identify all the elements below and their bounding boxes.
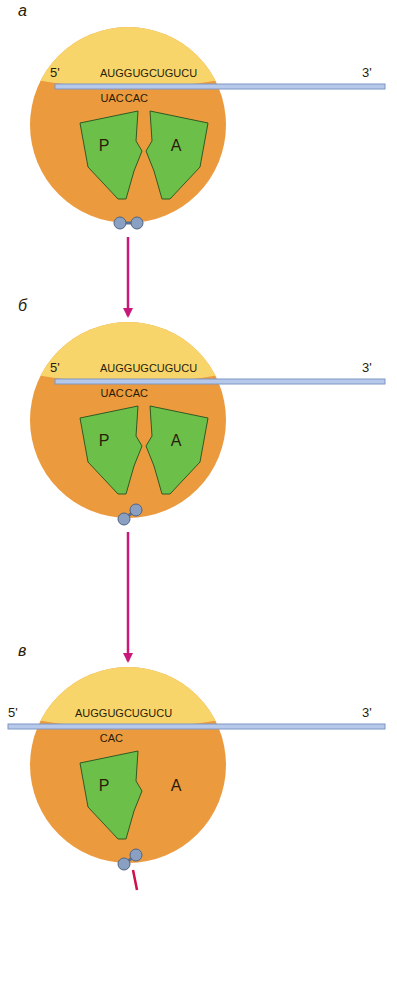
anticodon: CAC (100, 732, 123, 745)
trna-shape (80, 111, 142, 199)
amino-acid (131, 217, 143, 229)
strand-end: 5' (50, 66, 60, 81)
trna: A (146, 406, 208, 494)
ribosome: AUGGUGCUGUCU P A UACCAC (30, 322, 226, 518)
mrna-strand (55, 84, 385, 89)
site-letter: P (99, 432, 110, 450)
ribosome: AUGGUGCUGUCU P CAC A (30, 667, 226, 863)
amino-acid (130, 849, 142, 861)
amino-acid (118, 513, 130, 525)
anticodon: CAC (125, 92, 148, 105)
trna: P (80, 751, 142, 839)
mrna-sequence: AUGGUGCUGUCU (75, 707, 172, 720)
mrna-strand (8, 724, 385, 729)
site-letter: P (99, 777, 110, 795)
ribosome: AUGGUGCUGUCU P A UACCAC (30, 27, 226, 223)
panel-letter: а (18, 2, 27, 20)
trna-shape (146, 406, 208, 494)
strand-end: 3' (362, 361, 372, 376)
amino-acid (118, 858, 130, 870)
amino-acid (114, 217, 126, 229)
trna: A (146, 111, 208, 199)
site-letter: P (99, 137, 110, 155)
site-letter: A (171, 432, 182, 450)
mrna-sequence: AUGGUGCUGUCU (100, 67, 197, 80)
anticodon: UAC (101, 92, 124, 105)
peptide-bond (120, 222, 137, 225)
strand-end: 5' (50, 361, 60, 376)
panel-letter: б (18, 297, 27, 315)
trna-shape (80, 406, 142, 494)
step-arrow (127, 532, 130, 661)
step-arrow (127, 237, 130, 316)
strand-end: 3' (362, 706, 372, 721)
peptide-bond (124, 855, 136, 864)
anticodon: UAC (101, 387, 124, 400)
trna-shape (80, 751, 142, 839)
mrna-strand (55, 379, 385, 384)
trna-shape (146, 111, 208, 199)
exit-arrow (133, 870, 137, 890)
amino-acid (130, 504, 142, 516)
anticodon: CAC (125, 387, 148, 400)
trna: P (80, 406, 142, 494)
site-letter: A (171, 777, 182, 795)
strand-end: 3' (362, 66, 372, 81)
mrna-sequence: AUGGUGCUGUCU (100, 362, 197, 375)
peptide-bond (124, 510, 136, 519)
panel-letter: в (18, 642, 26, 660)
site-letter: A (171, 137, 182, 155)
strand-end: 5' (8, 706, 18, 721)
trna: P (80, 111, 142, 199)
